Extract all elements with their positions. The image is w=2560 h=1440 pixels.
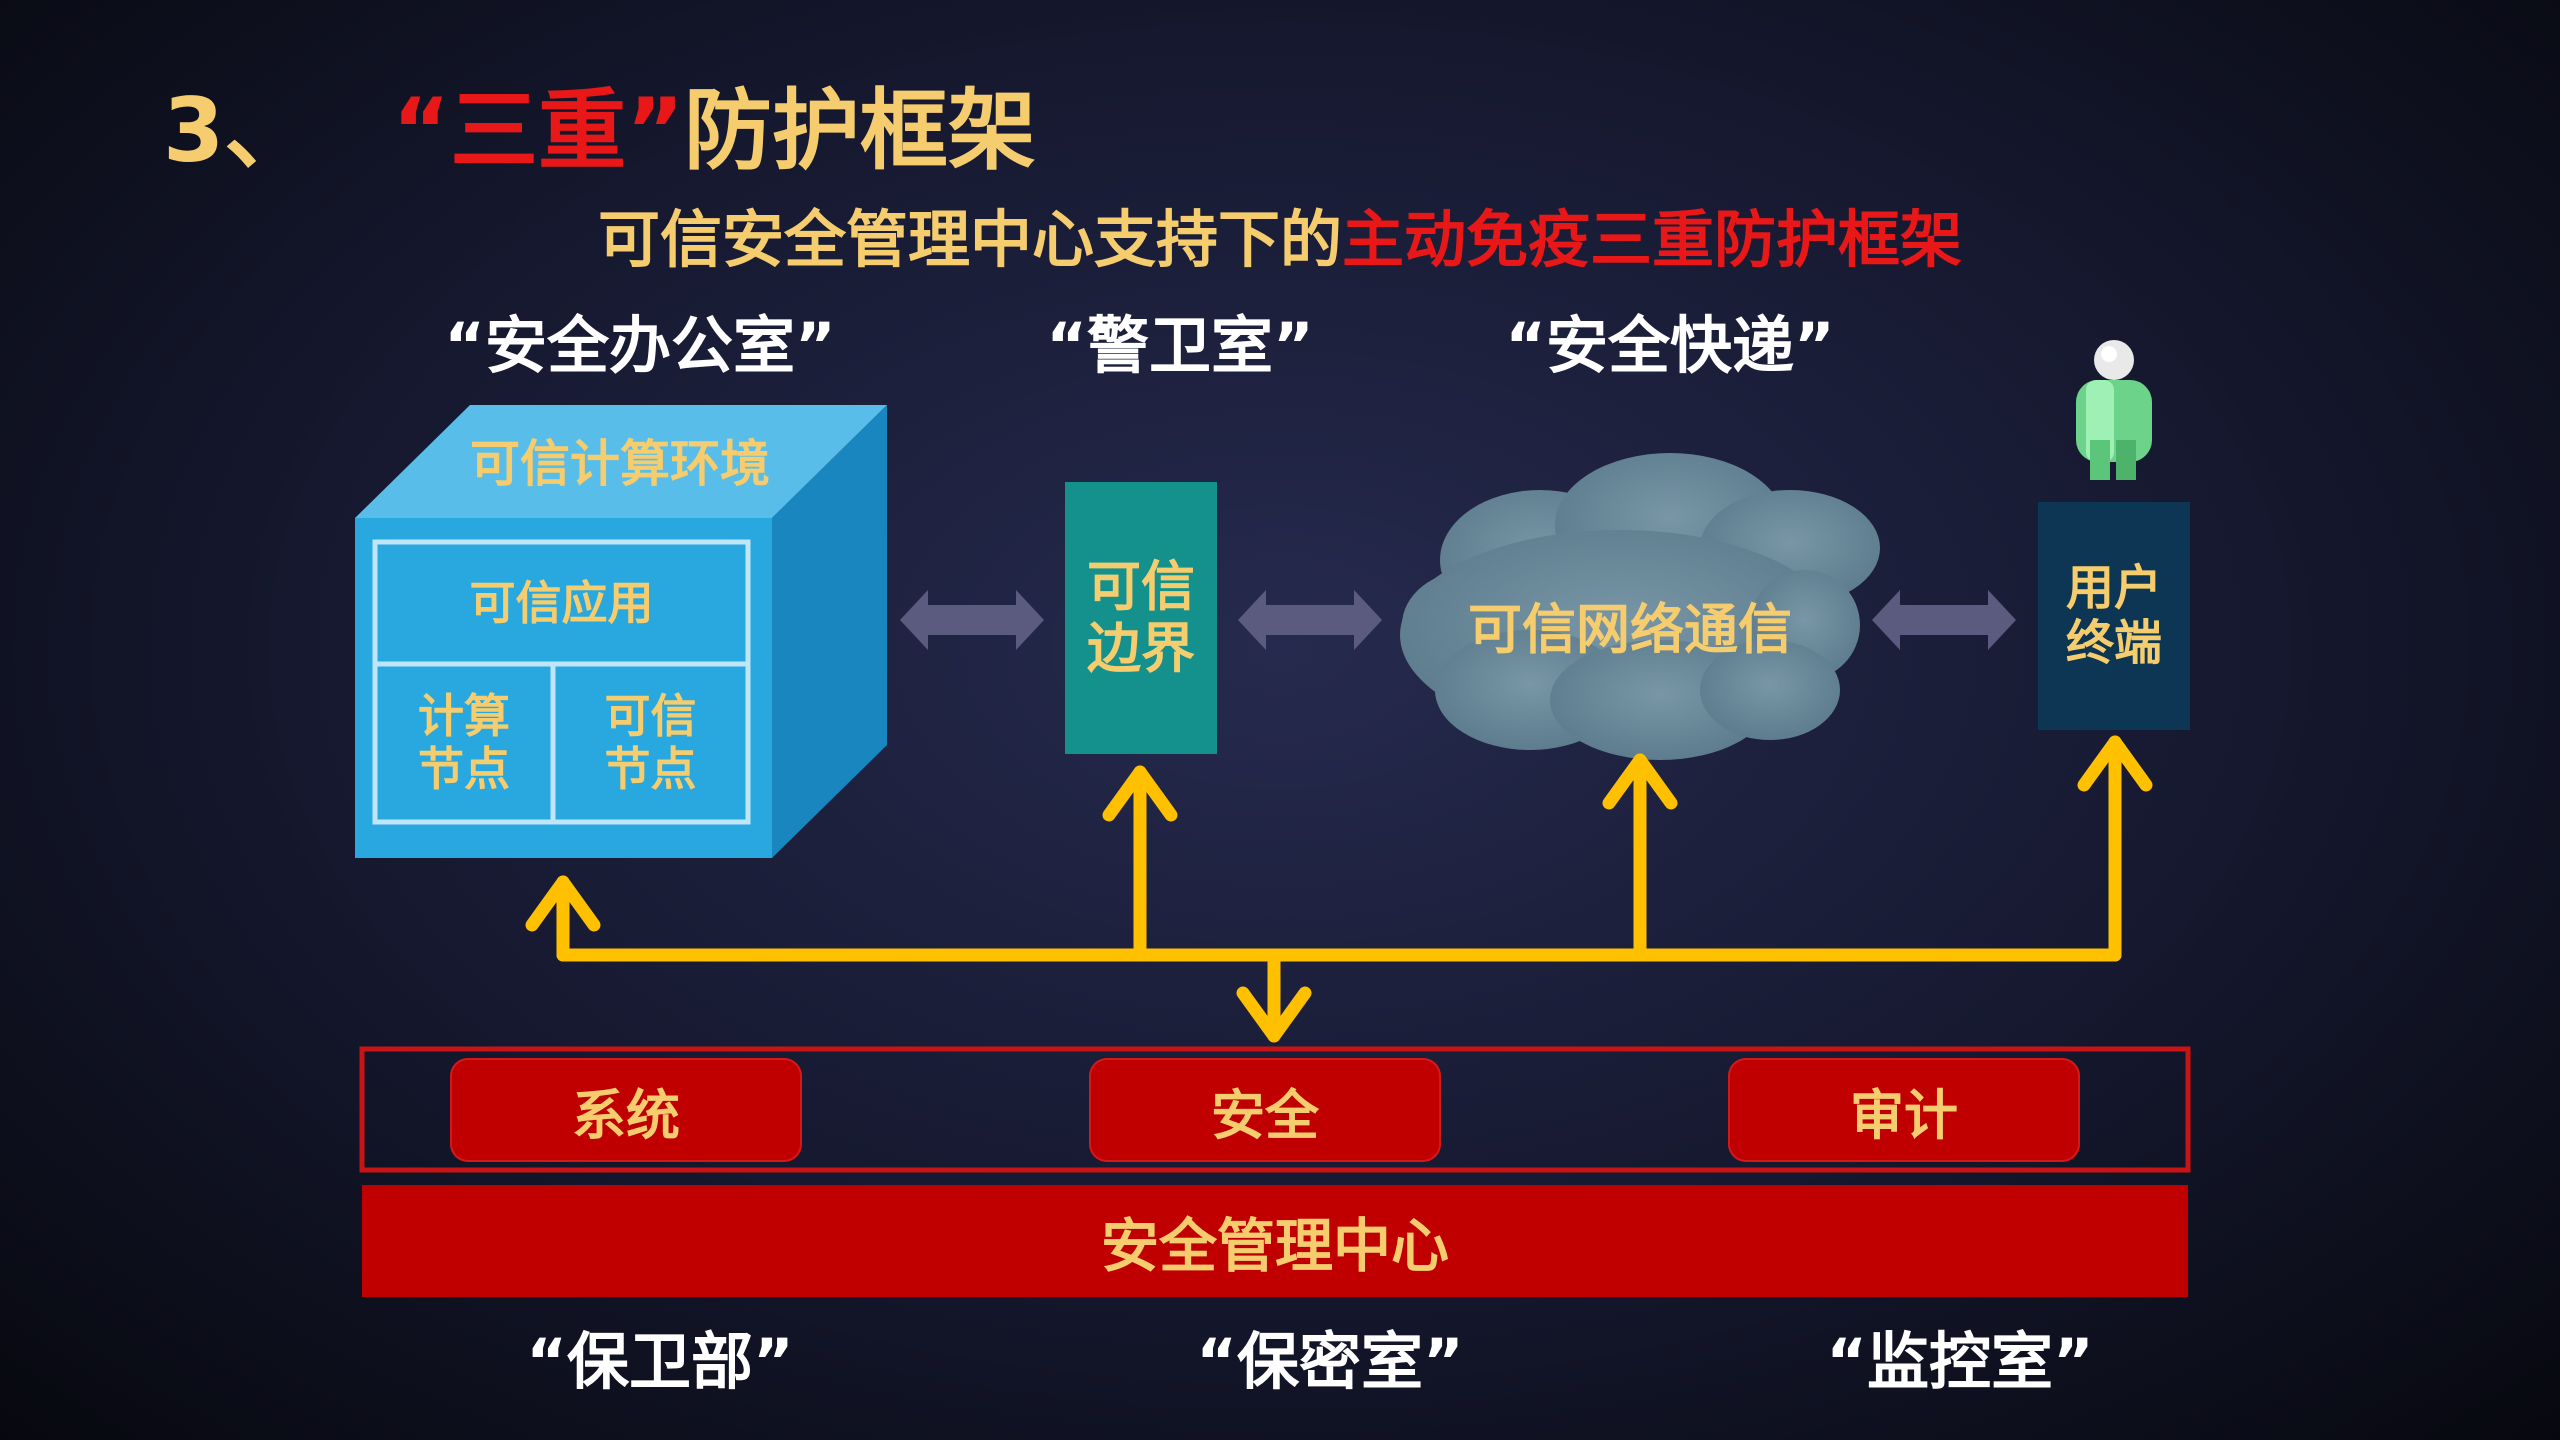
trusted-computing-cube (355, 405, 887, 858)
mgmt-pill-security: 安全 (1089, 1058, 1441, 1162)
double-arrow-icon (900, 590, 2016, 650)
metaphor-guard-room: “警卫室” (1046, 309, 1314, 382)
trusted-boundary-label: 可信 边界 (1065, 482, 1217, 754)
cube-top-face (355, 405, 887, 518)
cube-front-face (355, 518, 772, 858)
user-figure-icon (2076, 340, 2152, 480)
network-cloud-label: 可信网络通信 (1468, 597, 1792, 661)
title-rest: 防护框架 (683, 79, 1036, 182)
boundary-line2: 边界 (1087, 617, 1195, 680)
boundary-line1: 可信 (1087, 554, 1195, 618)
metaphor-secure-express: “安全快递” (1505, 309, 1835, 382)
trusted-node-line2: 节点 (604, 742, 697, 796)
slide-title: 3、 “三重”防护框架 (163, 66, 1036, 196)
trusted-node-cell-border (550, 661, 751, 825)
subtitle-part1: 可信安全管理中心支持下的 (597, 203, 1342, 276)
title-highlight: “三重” (392, 79, 684, 182)
metaphor-secrecy-room: “保密室” (1196, 1325, 1464, 1398)
security-management-center-bar: 安全管理中心 (362, 1185, 2188, 1297)
trusted-node-label: 可信 节点 (553, 664, 748, 822)
mgmt-pill-system: 系统 (450, 1058, 802, 1162)
user-terminal-label: 用户 终端 (2038, 502, 2190, 730)
yellow-connector-arrows (525, 735, 2153, 1043)
title-number: 3、 (163, 79, 313, 182)
terminal-line1: 用户 (2065, 559, 2162, 616)
trusted-boundary-box (1065, 482, 1217, 754)
user-terminal-box (2038, 502, 2190, 730)
subtitle-part2: 主动免疫三重防护框架 (1342, 203, 1963, 276)
app-label: 可信应用 (469, 575, 654, 630)
compute-node-line2: 节点 (418, 742, 510, 796)
trusted-node-line1: 可信 (604, 689, 697, 744)
metaphor-security-office: “安全办公室” (444, 309, 836, 382)
terminal-line2: 终端 (2065, 615, 2162, 671)
metaphor-security-dept: “保卫部” (526, 1325, 794, 1398)
mgmt-pill-audit: 审计 (1728, 1058, 2080, 1162)
metaphor-monitor-room: “监控室” (1826, 1325, 2094, 1398)
mgmt-pill-row-border (359, 1046, 2191, 1173)
cube-top-label: 可信计算环境 (470, 435, 770, 494)
compute-node-line1: 计算 (418, 689, 510, 744)
cube-side-face (772, 405, 887, 858)
subtitle: 可信安全管理中心支持下的主动免疫三重防护框架 (0, 200, 2560, 280)
compute-node-label: 计算 节点 (375, 664, 553, 822)
network-cloud (1400, 453, 1880, 760)
